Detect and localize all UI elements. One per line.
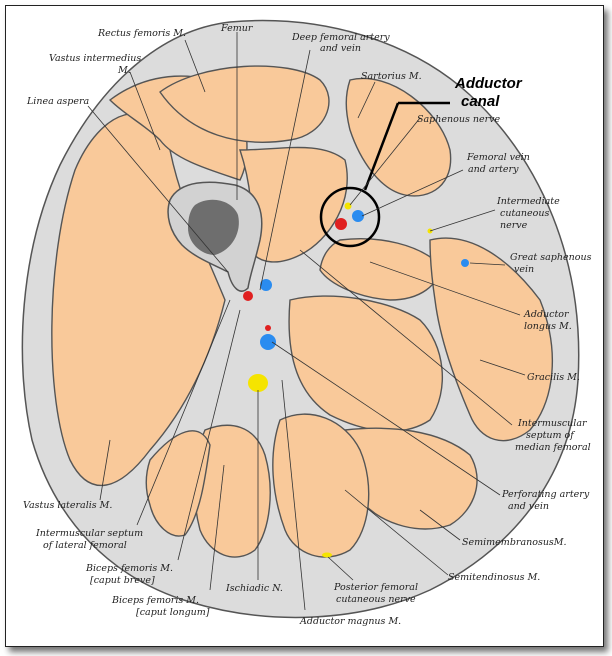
label-semitendinosus: Semitendinosus M.: [448, 572, 540, 583]
label-great-saphenous-2: vein: [514, 264, 534, 275]
label-femoral-vein-2: and artery: [468, 164, 519, 175]
posterior-cutaneous-nerve: [322, 553, 332, 558]
label-posterior-cutaneous: Posterior femoral: [333, 582, 418, 593]
label-adductor-longus: Adductor: [523, 309, 570, 320]
label-biceps-longum: Biceps femoris M.: [111, 595, 199, 606]
label-perforating-2: and vein: [508, 501, 549, 512]
label-adductor-longus-2: longus M.: [524, 321, 572, 332]
ischiadic-nerve: [248, 374, 268, 392]
label-posterior-cutaneous-2: cutaneous nerve: [336, 594, 416, 605]
label-deep-femoral: Deep femoral artery: [291, 32, 390, 43]
label-vastus-intermedius: Vastus intermedius: [49, 53, 141, 64]
label-adductor-magnus: Adductor magnus M.: [299, 616, 401, 627]
label-ischiadic: Ischiadic N.: [225, 583, 283, 594]
label-biceps-breve-2: [caput breve]: [90, 575, 155, 586]
femoral-artery: [335, 218, 347, 230]
label-femur: Femur: [220, 23, 254, 34]
label-great-saphenous: Great saphenous: [510, 252, 592, 263]
label-intermuscular-lateral: Intermuscular septum: [35, 528, 143, 539]
label-intermuscular-median-2: septum of: [526, 430, 575, 441]
great-saphenous-vein: [461, 259, 469, 267]
label-perforating: Perforating artery: [501, 489, 590, 500]
callout-canal: canal: [461, 93, 500, 110]
label-intermuscular-median-3: median femoral: [515, 442, 591, 453]
perforating-vein: [260, 334, 276, 350]
label-biceps-breve: Biceps femoris M.: [85, 563, 173, 574]
label-intermuscular-median: Intermuscular: [517, 418, 588, 429]
label-saphenous-nerve: Saphenous nerve: [417, 114, 500, 125]
callout-adductor: Adductor: [454, 75, 523, 92]
label-biceps-longum-2: [caput longum]: [136, 607, 210, 618]
label-femoral-vein: Femoral vein: [466, 152, 530, 163]
label-sartorius: Sartorius M.: [361, 71, 422, 82]
label-vastus-lateralis: Vastus lateralis M.: [23, 500, 112, 511]
label-deep-femoral-2: and vein: [320, 43, 361, 54]
saphenous-nerve: [345, 203, 352, 210]
label-intermediate-cutaneous: Intermediate: [496, 196, 560, 207]
label-vastus-intermedius-2: M.: [117, 65, 131, 76]
label-linea-aspera: Linea aspera: [26, 96, 90, 107]
perforating-artery: [265, 325, 271, 331]
label-rectus-femoris: Rectus femoris M.: [97, 28, 186, 39]
deep-femoral-artery: [243, 291, 253, 301]
label-intermuscular-lateral-2: of lateral femoral: [43, 540, 127, 551]
label-intermediate-cutaneous-3: nerve: [500, 220, 528, 231]
label-intermediate-cutaneous-2: cutaneous: [500, 208, 549, 219]
label-semimembranosus: SemimembranosusM.: [462, 537, 567, 548]
label-gracilis: Gracilis M.: [527, 372, 580, 383]
